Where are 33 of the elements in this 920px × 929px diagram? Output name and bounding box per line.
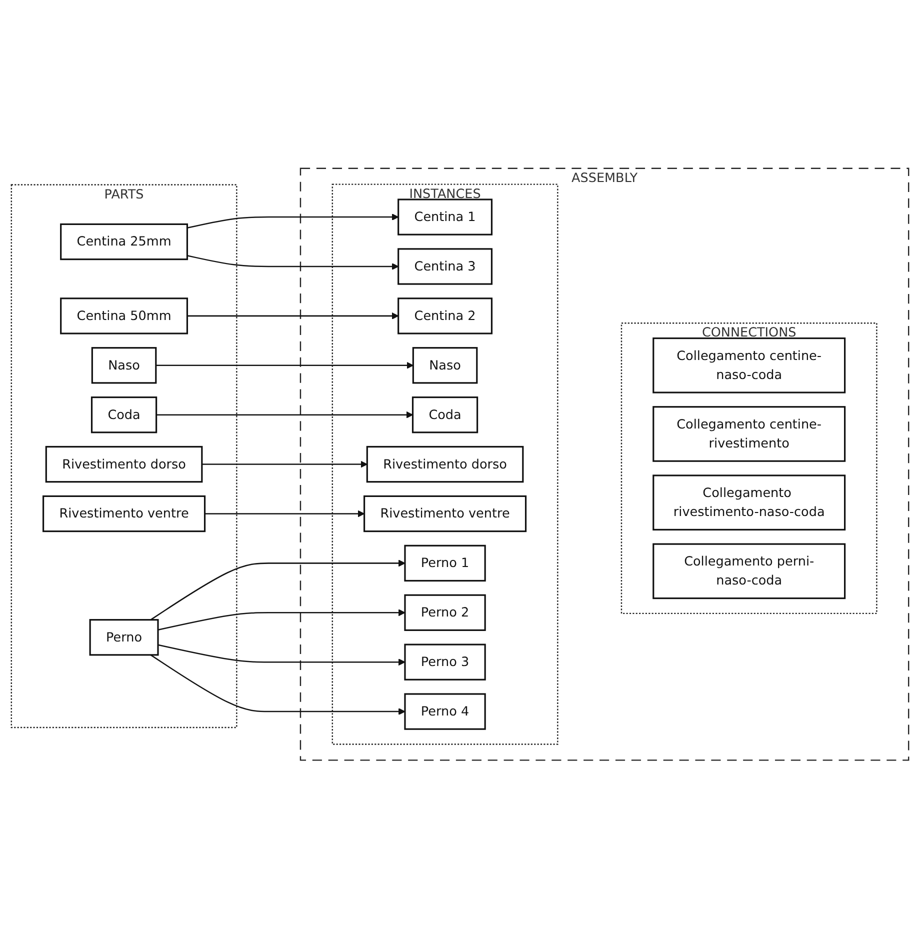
- node-box: Rivestimento dorso: [45, 446, 203, 483]
- arrow: [187, 214, 399, 229]
- node-box: Collegamento centine-rivestimento: [652, 406, 846, 462]
- node-box: Rivestimento ventre: [42, 496, 206, 532]
- node-box: Centina 1: [398, 198, 493, 236]
- node-box: Collegamento rivestimento-naso-coda: [652, 474, 846, 531]
- node-box: Rivestimento ventre: [364, 496, 527, 532]
- arrow: [158, 644, 406, 666]
- node-box: Perno 4: [404, 693, 486, 730]
- node-box: Collegamento perni-naso-coda: [652, 543, 846, 600]
- arrow: [156, 412, 414, 419]
- arrow: [158, 609, 406, 631]
- node-box: Centina 25mm: [60, 224, 188, 260]
- arrow: [187, 255, 399, 270]
- node-box: Perno 1: [404, 545, 486, 582]
- node-box: Centina 3: [398, 248, 493, 286]
- arrow: [150, 560, 406, 621]
- node-box: Coda: [412, 396, 478, 434]
- arrow: [187, 312, 399, 320]
- node-box: Centina 50mm: [60, 298, 188, 334]
- arrow: [156, 362, 414, 370]
- node-box: Naso: [91, 347, 157, 384]
- node-box: Rivestimento dorso: [366, 446, 524, 483]
- node-box: Perno 2: [404, 594, 486, 632]
- node-box: Perno: [89, 619, 159, 656]
- node-box: Centina 2: [398, 298, 493, 334]
- node-box: Collegamento centine-naso-coda: [652, 338, 846, 394]
- arrow: [202, 460, 368, 468]
- node-box: Coda: [90, 396, 158, 434]
- arrow: [150, 654, 406, 716]
- node-box: Perno 3: [404, 644, 486, 681]
- node-box: Naso: [412, 347, 478, 384]
- arrow: [204, 510, 365, 518]
